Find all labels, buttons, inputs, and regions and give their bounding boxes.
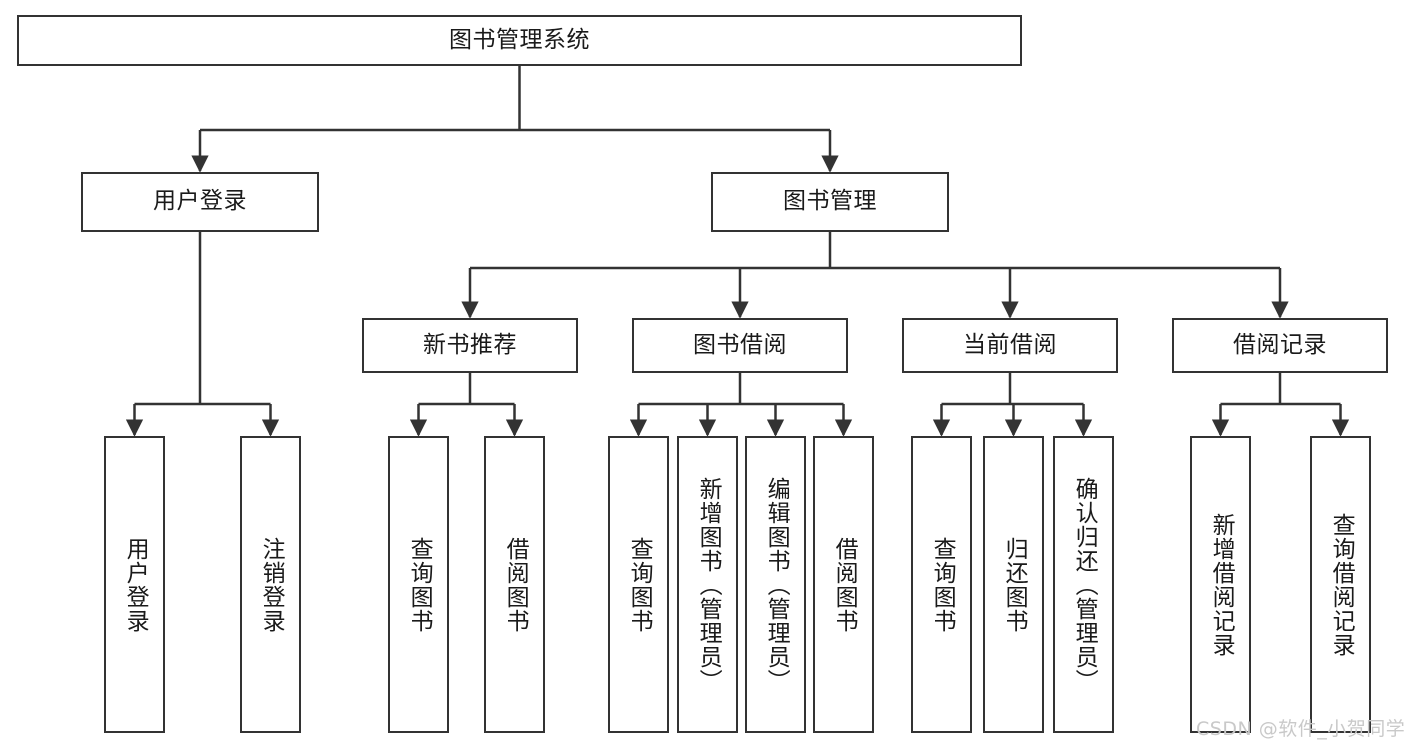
- node-leaf-logout[interactable]: 注销登录: [240, 436, 301, 733]
- node-new-book-rec[interactable]: 新书推荐: [362, 318, 578, 373]
- node-leaf-query-book-cur[interactable]: 查询图书: [911, 436, 972, 733]
- node-leaf-borrow-book-bor[interactable]: 借阅图书: [813, 436, 874, 733]
- node-label: 借阅记录: [1233, 331, 1327, 358]
- node-leaf-query-book-rec[interactable]: 查询图书: [388, 436, 449, 733]
- node-leaf-return-book[interactable]: 归还图书: [983, 436, 1044, 733]
- node-leaf-query-book-bor[interactable]: 查询图书: [608, 436, 669, 733]
- node-label: 借阅图书: [831, 536, 858, 633]
- node-label: 借阅图书: [502, 536, 529, 633]
- node-label: 编辑图书（管理员）: [763, 476, 790, 693]
- node-current-borrow[interactable]: 当前借阅: [902, 318, 1118, 373]
- node-leaf-confirm-return[interactable]: 确认归还（管理员）: [1053, 436, 1114, 733]
- node-leaf-add-record[interactable]: 新增借阅记录: [1190, 436, 1251, 733]
- node-label: 图书借阅: [693, 331, 787, 358]
- node-label: 归还图书: [1001, 536, 1028, 633]
- node-label: 注销登录: [258, 536, 285, 633]
- node-user-login[interactable]: 用户登录: [81, 172, 319, 232]
- node-label: 图书管理系统: [449, 26, 590, 53]
- node-label: 查询图书: [406, 536, 433, 633]
- node-borrow-record[interactable]: 借阅记录: [1172, 318, 1388, 373]
- node-leaf-edit-book[interactable]: 编辑图书（管理员）: [745, 436, 806, 733]
- node-leaf-user-login[interactable]: 用户登录: [104, 436, 165, 733]
- node-label: 图书管理: [783, 188, 877, 215]
- node-label: 查询图书: [626, 536, 653, 633]
- node-label: 查询借阅记录: [1328, 512, 1355, 657]
- node-label: 新增图书（管理员）: [695, 476, 722, 693]
- node-root[interactable]: 图书管理系统: [17, 15, 1022, 66]
- node-leaf-query-record[interactable]: 查询借阅记录: [1310, 436, 1371, 733]
- node-label: 用户登录: [153, 188, 247, 215]
- node-label: 确认归还（管理员）: [1071, 476, 1098, 693]
- node-leaf-borrow-book-rec[interactable]: 借阅图书: [484, 436, 545, 733]
- node-leaf-add-book[interactable]: 新增图书（管理员）: [677, 436, 738, 733]
- node-book-manage[interactable]: 图书管理: [711, 172, 949, 232]
- node-label: 新书推荐: [423, 331, 517, 358]
- node-label: 用户登录: [122, 536, 149, 633]
- node-book-borrow[interactable]: 图书借阅: [632, 318, 848, 373]
- node-label: 新增借阅记录: [1208, 512, 1235, 657]
- node-label: 当前借阅: [963, 331, 1057, 358]
- node-label: 查询图书: [929, 536, 956, 633]
